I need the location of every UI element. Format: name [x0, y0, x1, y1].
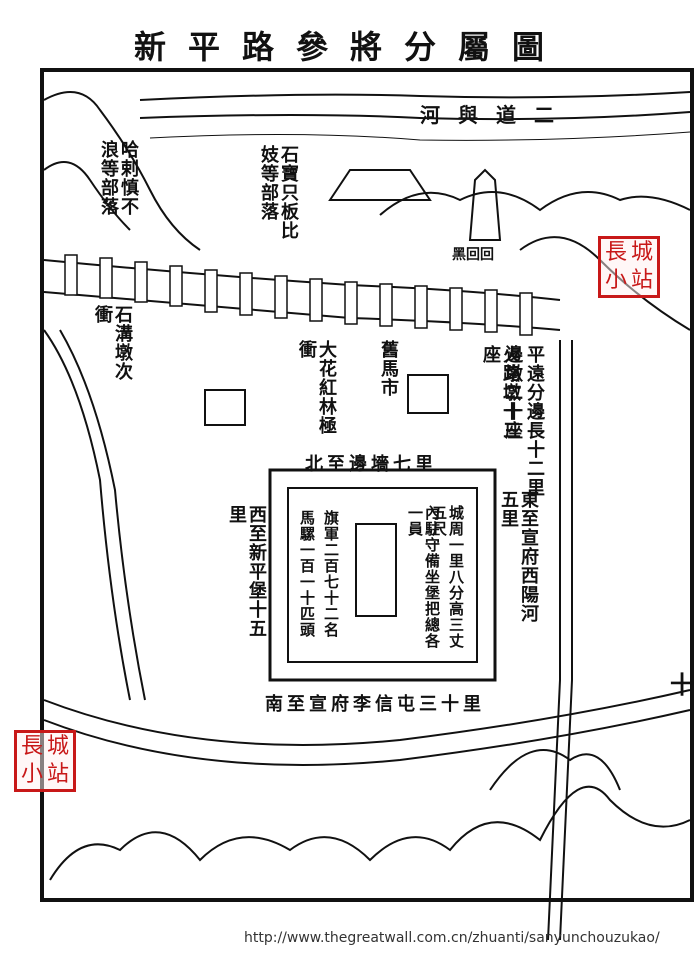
hills-left	[43, 91, 201, 251]
seal-stamp-2: 長城 小站	[14, 730, 76, 792]
troops-1: 旗軍二百七十二名	[322, 510, 340, 638]
river-bottom	[43, 689, 691, 746]
road-right	[547, 340, 561, 941]
seal-char: 城	[630, 240, 653, 265]
seal-char: 小	[20, 762, 43, 787]
label-pingyuan-3: 火路墩十三座	[480, 345, 521, 440]
temple	[328, 169, 432, 201]
hills-bottom	[49, 785, 691, 881]
seal-char: 站	[630, 268, 653, 293]
seal-char: 站	[46, 762, 69, 787]
seal-char: 長	[20, 734, 43, 759]
seal-char: 城	[46, 734, 69, 759]
label-south: 南至宣府李信屯三十里	[265, 694, 485, 715]
city-info-1: 城周一里八分高三丈五尺	[430, 505, 465, 649]
label-mashi: 舊馬市	[378, 340, 399, 397]
label-river: 河與道二	[420, 103, 572, 127]
label-tribe1: 哈剌慎不浪等部落	[98, 140, 139, 216]
map-title: 新平路參將分屬圖	[133, 28, 566, 66]
seal-char: 小	[604, 268, 627, 293]
river	[139, 91, 691, 101]
label-right-edge: 十	[670, 670, 694, 699]
fort-name	[355, 523, 397, 617]
label-dahua: 大花紅林極衝	[296, 340, 337, 435]
label-tower: 黑回回	[452, 247, 494, 263]
label-pingyuan-2: 邊墩二十座	[502, 345, 523, 440]
source-url: http://www.thegreatwall.com.cn/zhuanti/s…	[244, 930, 660, 946]
pagoda	[468, 168, 502, 241]
seal-stamp-1: 長城 小站	[598, 236, 660, 298]
city-info-2: 內駐守備坐堡把總各一員	[406, 505, 441, 649]
signal-tower-1	[204, 389, 246, 426]
label-gou: 石溝墩次衝	[92, 305, 133, 381]
label-tribe2: 石寶只板比妓等部落	[258, 145, 299, 240]
map-frame	[40, 68, 694, 902]
label-west: 西至新平堡十五里	[226, 505, 267, 638]
seal-char: 長	[604, 240, 627, 265]
fort-inner-wall	[287, 487, 478, 663]
road-left	[43, 329, 131, 701]
label-east: 東至宣府西陽河五里	[498, 490, 539, 623]
great-wall	[43, 259, 561, 301]
label-pingyuan-1: 平遠分邊長十二里	[524, 345, 545, 497]
troops-2: 馬騾一百一十匹頭	[298, 510, 316, 638]
fort-outer-wall	[268, 468, 497, 682]
hills-right	[379, 191, 691, 216]
label-north: 北至邊墻七里	[305, 454, 437, 475]
signal-tower-2	[407, 374, 449, 414]
